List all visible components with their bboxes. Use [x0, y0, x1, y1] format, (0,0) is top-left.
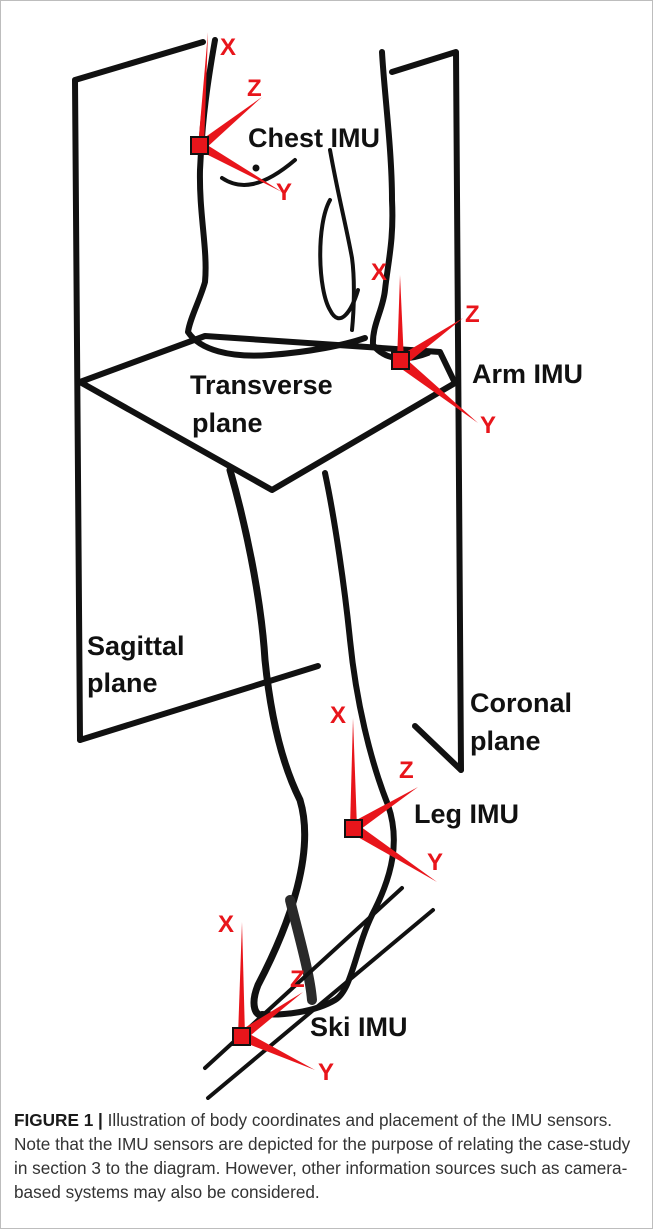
- transverse-plane-label-line2: plane: [192, 408, 263, 438]
- arm-z-axis-label: Z: [465, 301, 480, 328]
- ski-imu-label: Ski IMU: [310, 1012, 408, 1042]
- chest-y-axis-label: Y: [276, 179, 292, 206]
- arm-y-axis-label: Y: [480, 412, 496, 439]
- arm-imu-label: Arm IMU: [472, 359, 583, 389]
- arm-x-axis-label: X: [371, 259, 387, 286]
- leg-z-axis-label: Z: [399, 757, 414, 784]
- ski-z-axis-label: Z: [290, 966, 305, 993]
- transverse-plane-label-line1: Transverse: [190, 370, 333, 400]
- chest-z-axis-label: Z: [247, 75, 262, 102]
- sagittal-plane-label-line2: plane: [87, 668, 158, 698]
- torso-outline: [188, 40, 428, 358]
- ski-imu-sensor: [233, 1028, 250, 1045]
- chest-x-axis-label: X: [220, 34, 236, 61]
- ski-x-axis-label: X: [218, 911, 234, 938]
- coronal-plane-label-line2: plane: [470, 726, 541, 756]
- body-planes-diagram: Transverse plane Sagittal plane Coronal …: [0, 0, 654, 1100]
- leg-imu-label: Leg IMU: [414, 799, 519, 829]
- arm-imu-sensor: [392, 352, 409, 369]
- leg-x-axis-label: X: [330, 702, 346, 729]
- chest-imu-label: Chest IMU: [248, 123, 380, 153]
- figure-caption-text: Illustration of body coordinates and pla…: [14, 1110, 630, 1202]
- ski-y-axis-label: Y: [318, 1059, 334, 1086]
- leg-y-axis-label: Y: [427, 849, 443, 876]
- coronal-plane-label-line1: Coronal: [470, 688, 572, 718]
- chest-imu-sensor: [191, 137, 208, 154]
- leg-outline: [230, 470, 394, 1015]
- figure-caption: FIGURE 1 | Illustration of body coordina…: [14, 1108, 644, 1204]
- leg-imu-sensor: [345, 820, 362, 837]
- sagittal-plane-label-line1: Sagittal: [87, 631, 185, 661]
- figure-caption-label: FIGURE 1 |: [14, 1110, 103, 1130]
